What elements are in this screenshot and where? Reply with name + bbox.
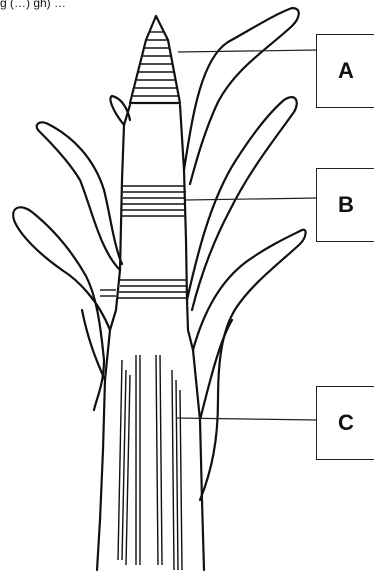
apex-cap	[130, 16, 180, 103]
leader-line-b	[186, 198, 318, 200]
vascular-strands	[118, 355, 182, 570]
leaf-primordium-left	[111, 96, 131, 125]
lower-band-hatching	[100, 280, 188, 298]
band-b-hatching	[122, 186, 186, 216]
label-b: B	[317, 192, 374, 218]
label-a: A	[317, 58, 374, 84]
leaf-right-lower	[193, 230, 306, 500]
leaf-right-upper	[184, 8, 299, 184]
leader-line-c	[176, 418, 318, 420]
leader-line-a	[178, 50, 318, 52]
label-c: C	[317, 410, 374, 436]
leaf-right-lower-inner	[200, 320, 232, 420]
label-box-a: A	[316, 34, 374, 108]
leaf-right-middle	[187, 97, 297, 310]
label-box-b: B	[316, 168, 374, 242]
leaf-left-middle	[37, 122, 122, 270]
leaf-left-lower	[13, 207, 110, 410]
label-box-c: C	[316, 386, 374, 460]
